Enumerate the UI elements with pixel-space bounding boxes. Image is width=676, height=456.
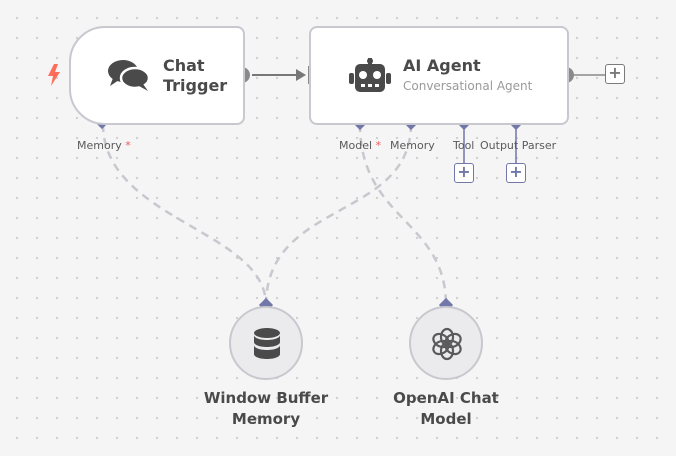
window-buffer-memory-label: Window Buffer Memory (203, 389, 329, 428)
chat-trigger-title-line1: Chat (163, 56, 205, 75)
robot-icon (349, 58, 391, 92)
memory-connection-chat[interactable] (101, 123, 268, 306)
memory-connection-agent[interactable] (264, 123, 413, 306)
agent-output-parser-port-label: Output Parser (480, 139, 557, 152)
main-connection-arrow (296, 69, 306, 81)
agent-tool-port-label: Tool (453, 139, 475, 152)
chat-memory-port-label: Memory * (77, 139, 131, 152)
openai-chat-model-node[interactable] (409, 306, 483, 380)
database-icon (254, 328, 280, 359)
add-tool-button[interactable]: + (454, 163, 474, 183)
agent-memory-port-label: Memory (390, 139, 435, 152)
agent-model-port-label: Model * (339, 139, 382, 152)
add-output-parser-button[interactable]: + (506, 163, 526, 183)
openai-chat-model-label: OpenAI Chat Model (393, 389, 499, 428)
chat-trigger-node[interactable]: Chat Trigger (69, 26, 245, 125)
model-connection[interactable] (358, 123, 448, 306)
openai-logo-icon (432, 327, 462, 361)
window-buffer-memory-node[interactable] (229, 306, 303, 380)
chat-trigger-title-line2: Trigger (163, 76, 228, 95)
ai-agent-subtitle: Conversational Agent (403, 79, 533, 93)
ai-agent-node[interactable]: AI Agent Conversational Agent (309, 26, 569, 125)
add-next-node-button[interactable]: + (605, 64, 625, 84)
ai-agent-title: AI Agent (403, 56, 481, 75)
trigger-bolt-icon (48, 64, 60, 86)
chat-bubbles-icon (108, 60, 151, 91)
